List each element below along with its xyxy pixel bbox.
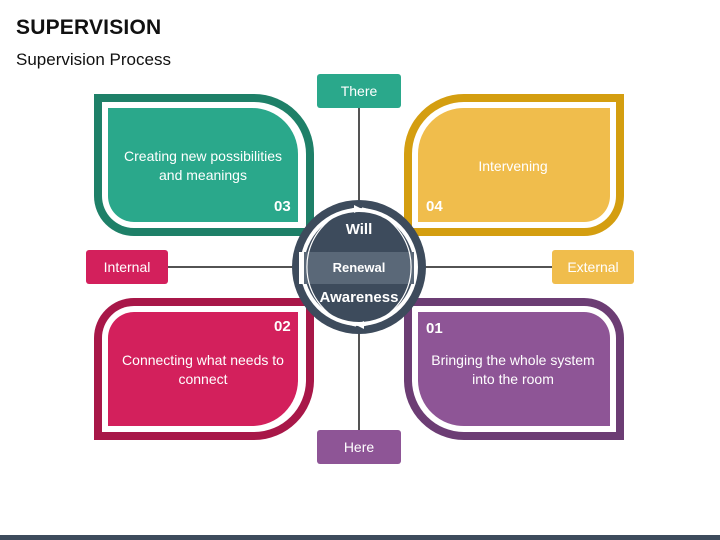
center-awareness-label: Awareness [319,289,399,306]
card-01 [404,298,624,440]
tag-there-bg [317,74,401,108]
tag-there: There [340,83,378,99]
card-04 [404,94,624,236]
cycle-arc-left [306,207,357,327]
card-04-number: 04 [426,198,443,215]
center-renewal-label: Renewal [332,260,386,275]
cycle-arc-right [361,207,412,327]
card-04-text: Intervening [478,158,548,174]
card-01-text: Bringing the whole system into the room [431,352,595,387]
page-subtitle: Supervision Process [16,50,171,69]
card-02-text: Connecting what needs to connect [122,352,284,387]
arrow-top-icon [354,205,362,213]
tag-internal: Internal [103,259,151,275]
page-title: SUPERVISION [16,16,162,39]
tag-external-bg [552,250,634,284]
tag-internal-bg [86,250,168,284]
card-02-number: 02 [274,318,291,335]
card-03 [94,94,314,236]
card-03-number: 03 [274,198,291,215]
arrow-bottom-icon [356,321,364,329]
center-will-label: Will [345,221,373,238]
tag-here: Here [343,439,375,455]
footer-bar [0,535,720,540]
card-01-number: 01 [426,320,443,337]
tag-external: External [567,259,619,275]
card-03-text: Creating new possibilities and meanings [124,148,282,183]
card-02 [94,298,314,440]
tag-here-bg [317,430,401,464]
center-circle [292,200,426,334]
